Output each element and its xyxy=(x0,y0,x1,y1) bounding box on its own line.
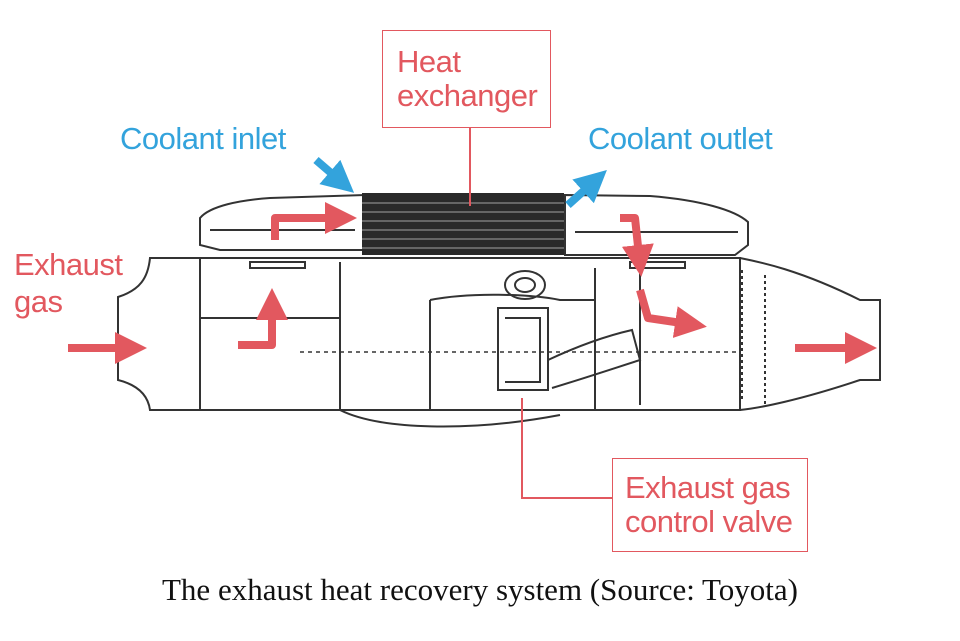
heat-exchanger-label-line1: Heat xyxy=(397,44,461,79)
coolant-inlet-label: Coolant inlet xyxy=(120,121,286,156)
exhaust-down-arrow xyxy=(620,214,654,277)
coolant-arrows xyxy=(313,156,607,208)
exhaust-gas-label-line2: gas xyxy=(14,284,63,319)
exhaust-return-arrow xyxy=(636,288,707,338)
exhaust-flow-arrows xyxy=(68,202,877,364)
coolant-outlet-label: Coolant outlet xyxy=(588,121,773,156)
heat-exchanger-core xyxy=(362,193,564,255)
housing xyxy=(117,257,881,428)
coolant-outlet-arrow xyxy=(565,169,607,208)
heat-exchanger-box: Heat exchanger xyxy=(382,30,551,128)
control-valve-box: Exhaust gas control valve xyxy=(612,458,808,552)
exhaust-up-arrow xyxy=(238,288,288,349)
control-valve-label-line1: Exhaust gas xyxy=(625,470,791,505)
heat-exchanger-label-line2: exchanger xyxy=(397,78,538,113)
control-valve-mechanism xyxy=(497,270,642,391)
leader-lines xyxy=(469,128,612,499)
coolant-inlet-arrow xyxy=(313,156,355,193)
control-valve-label-line2: control valve xyxy=(625,504,793,539)
figure-caption: The exhaust heat recovery system (Source… xyxy=(162,572,798,607)
exhaust-into-exchanger-arrow xyxy=(271,202,357,240)
exhaust-gas-label-line1: Exhaust xyxy=(14,247,123,282)
